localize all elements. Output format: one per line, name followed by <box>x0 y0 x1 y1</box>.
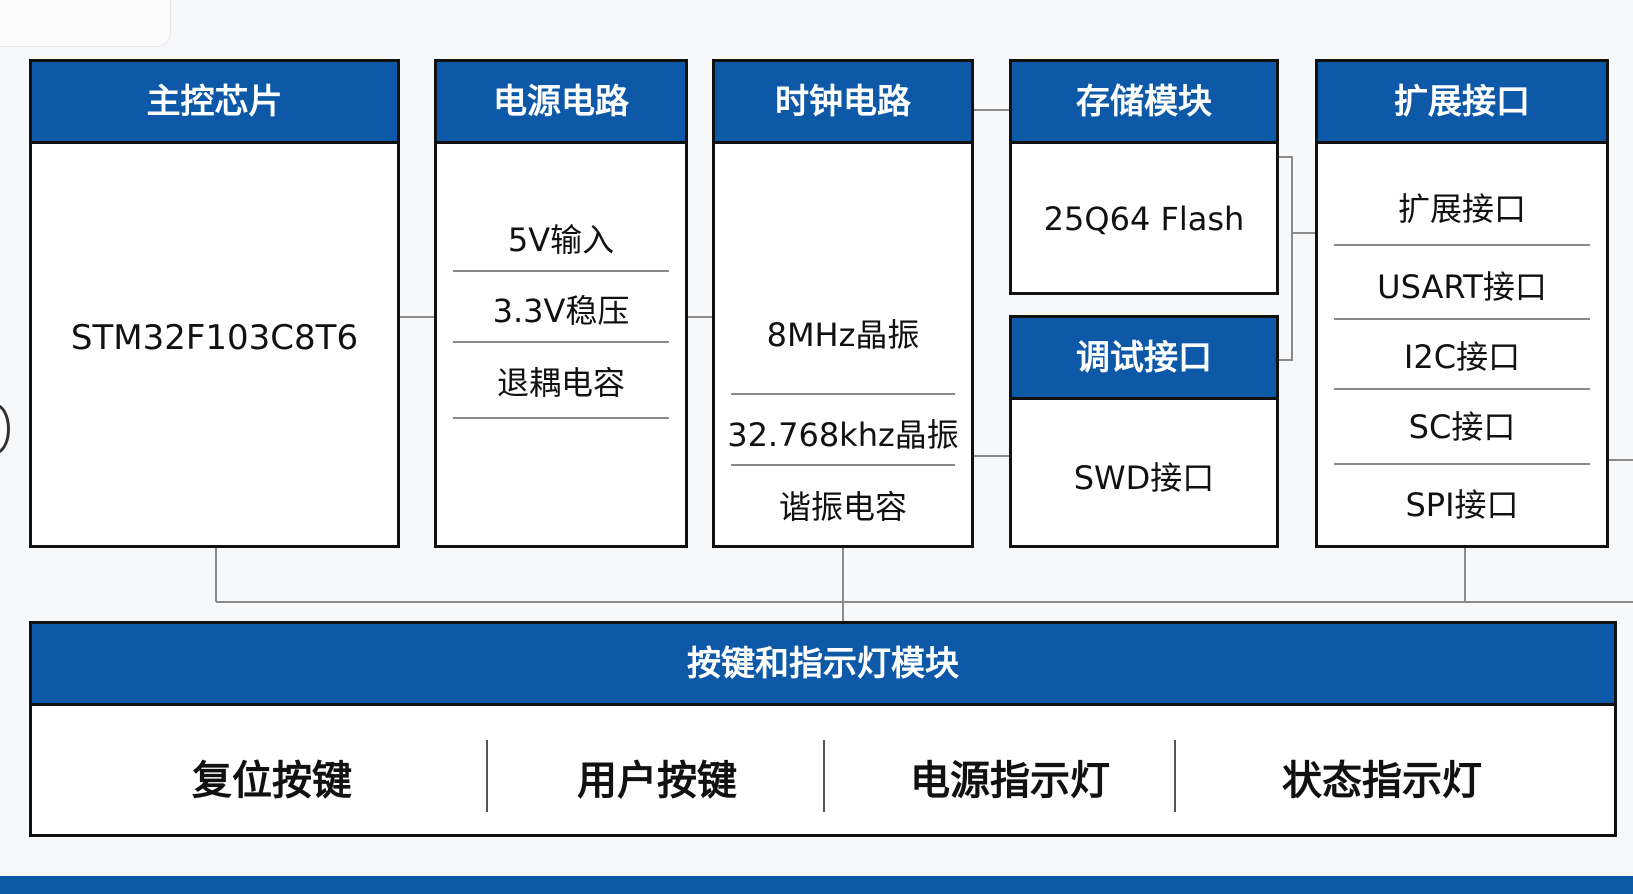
expansion-item-usart: USART接口 <box>1377 268 1547 306</box>
expansion-separator <box>1334 388 1590 390</box>
reset-button-label: 复位按键 <box>192 758 352 804</box>
power-separator <box>453 270 669 272</box>
expansion-item-i2c: I2C接口 <box>1403 338 1521 376</box>
main-chip-block: 主控芯片 STM32F103C8T6 <box>29 59 400 548</box>
power-item-3v3-regulator: 3.3V稳压 <box>492 292 630 330</box>
footer-separator <box>1174 740 1176 812</box>
expansion-interface-block: 扩展接口 扩展接口 USART接口 I2C接口 SC接口 SPI接口 <box>1315 59 1609 548</box>
debug-swd-interface: SWD接口 <box>1073 459 1215 497</box>
main-chip-model: STM32F103C8T6 <box>70 318 359 358</box>
power-circuit-block: 电源电路 5V输入 3.3V稳压 退耦电容 <box>434 59 688 548</box>
user-button-label: 用户按键 <box>577 758 737 804</box>
bottom-accent-bar <box>0 876 1633 894</box>
storage-module-block: 存储模块 25Q64 Flash <box>1009 59 1279 295</box>
footer-separator <box>486 740 488 812</box>
expansion-separator <box>1334 318 1590 320</box>
button-indicator-block: 按键和指示灯模块 复位按键 用户按键 电源指示灯 状态指示灯 <box>29 621 1617 837</box>
footer-separator <box>823 740 825 812</box>
main-chip-title: 主控芯片 <box>32 62 397 144</box>
clock-circuit-block: 时钟电路 8MHz晶振 32.768khz晶振 谐振电容 <box>712 59 974 548</box>
button-indicator-title: 按键和指示灯模块 <box>32 624 1614 706</box>
top-tab-decoration <box>0 0 171 47</box>
left-edge-knob <box>0 404 10 454</box>
power-separator <box>453 341 669 343</box>
storage-module-title: 存储模块 <box>1012 62 1276 144</box>
expansion-separator <box>1334 463 1590 465</box>
clock-item-resonant-cap: 谐振电容 <box>778 488 907 526</box>
clock-circuit-title: 时钟电路 <box>715 62 971 144</box>
clock-separator <box>731 393 955 395</box>
power-separator <box>453 417 669 419</box>
power-indicator-label: 电源指示灯 <box>910 758 1110 804</box>
expansion-separator <box>1334 244 1590 246</box>
expansion-item-ext: 扩展接口 <box>1397 190 1526 228</box>
power-item-decoupling-cap: 退耦电容 <box>496 364 625 402</box>
debug-interface-title: 调试接口 <box>1012 318 1276 400</box>
debug-interface-block: 调试接口 SWD接口 <box>1009 315 1279 548</box>
status-indicator-label: 状态指示灯 <box>1282 758 1482 804</box>
clock-separator <box>731 464 955 466</box>
expansion-item-spi: SPI接口 <box>1405 486 1519 524</box>
clock-item-8mhz-crystal: 8MHz晶振 <box>766 316 920 354</box>
expansion-interface-title: 扩展接口 <box>1318 62 1606 144</box>
power-item-5v-input: 5V输入 <box>507 221 615 259</box>
clock-item-32k-crystal: 32.768khz晶振 <box>727 416 959 454</box>
power-circuit-title: 电源电路 <box>437 62 685 144</box>
storage-flash-chip: 25Q64 Flash <box>1043 200 1245 238</box>
expansion-item-sc: SC接口 <box>1408 408 1516 446</box>
